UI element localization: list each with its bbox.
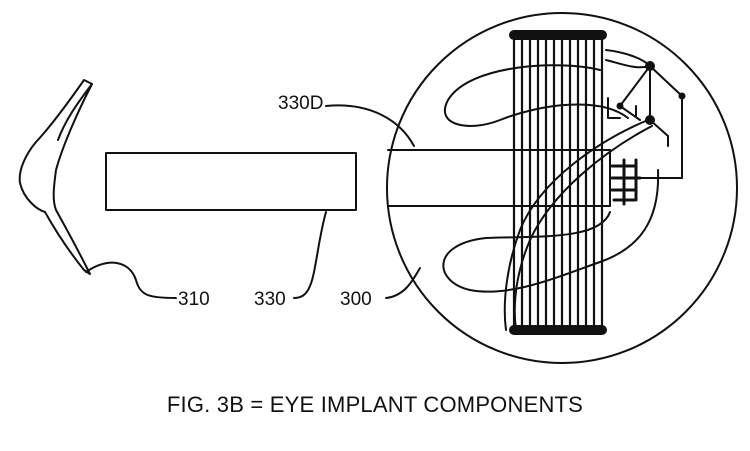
- connector-body: [106, 153, 356, 210]
- lead-wire-lower-loop: [443, 170, 658, 292]
- electronics-block: [608, 66, 682, 206]
- electrode-fork: [612, 160, 640, 204]
- leader-330: [294, 212, 326, 298]
- leader-310: [86, 263, 176, 298]
- junction-dot: [618, 104, 623, 109]
- label-330: 330: [254, 289, 286, 310]
- lead-wire-upper-loop: [445, 65, 628, 126]
- junction-dot: [646, 116, 654, 124]
- junction-dot: [680, 94, 685, 99]
- label-330d: 330D: [278, 93, 323, 114]
- junction-dot: [646, 62, 654, 70]
- lens-shape: [20, 80, 92, 274]
- lead-wire-cross-1: [505, 120, 648, 330]
- label-310: 310: [178, 289, 210, 310]
- lead-wire-top: [606, 50, 650, 66]
- coil-top-cap: [510, 31, 606, 39]
- label-300: 300: [340, 289, 372, 310]
- figure-caption: FIG. 3B = EYE IMPLANT COMPONENTS: [0, 392, 750, 418]
- leader-330d: [326, 105, 414, 146]
- coil-bottom-cap: [510, 326, 606, 334]
